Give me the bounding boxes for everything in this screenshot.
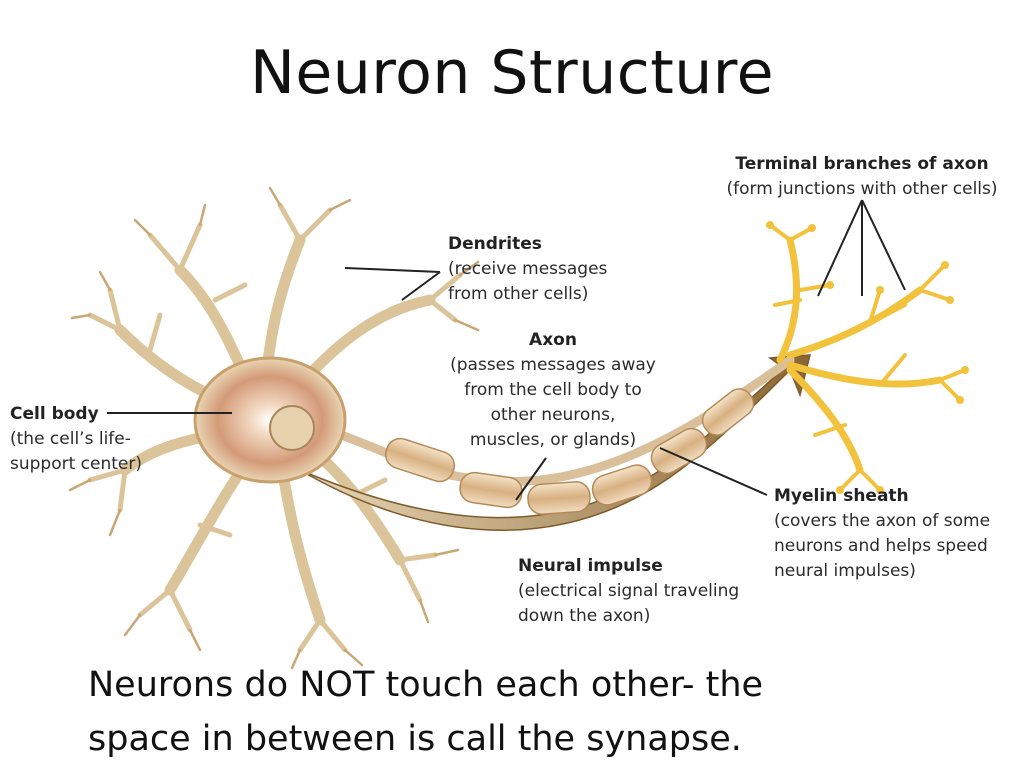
terminal-branches-description: (form junctions with other cells) — [712, 177, 1012, 202]
myelin-sheath-heading: Myelin sheath — [774, 484, 990, 509]
synapse-caption: Neurons do NOT touch each other- the spa… — [88, 658, 848, 766]
terminal-branches-heading: Terminal branches of axon — [712, 152, 1012, 177]
nucleus — [270, 406, 314, 450]
terminal-branches-label: Terminal branches of axon (form junction… — [712, 152, 1012, 202]
myelin-sheath-label: Myelin sheath (covers the axon of some n… — [774, 484, 990, 584]
myelin-sheath-description: (covers the axon of some neurons and hel… — [774, 509, 990, 584]
cell-body — [195, 358, 345, 482]
axon-heading: Axon — [438, 328, 668, 353]
cell-body-heading: Cell body — [10, 402, 142, 427]
axon-label: Axon (passes messages away from the cell… — [438, 328, 668, 453]
cell-body-label: Cell body (the cell’s life- support cent… — [10, 402, 142, 477]
neural-impulse-heading: Neural impulse — [518, 554, 739, 579]
dendrites-label: Dendrites (receive messages from other c… — [448, 232, 607, 307]
cell-body-description: (the cell’s life- support center) — [10, 427, 142, 477]
dendrites-description: (receive messages from other cells) — [448, 257, 607, 307]
neural-impulse-description: (electrical signal traveling down the ax… — [518, 579, 739, 629]
neural-impulse-label: Neural impulse (electrical signal travel… — [518, 554, 739, 629]
dendrites-pointer — [345, 268, 440, 300]
axon-description: (passes messages away from the cell body… — [438, 353, 668, 453]
dendrites-heading: Dendrites — [448, 232, 607, 257]
